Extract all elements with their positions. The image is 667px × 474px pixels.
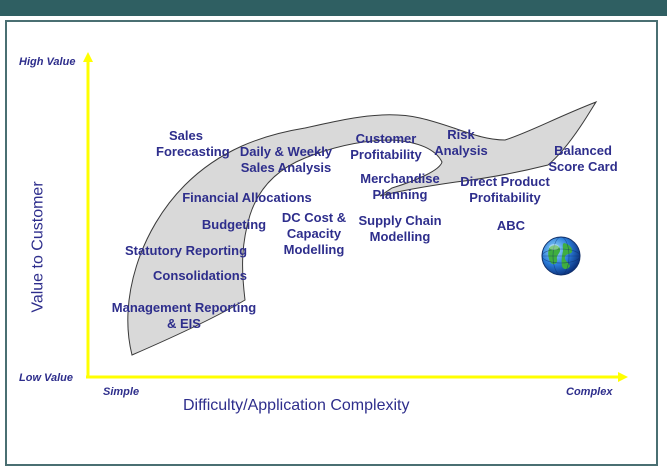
label-balanced-score-card: Balanced Score Card — [540, 143, 626, 175]
label-customer-profitability: Customer Profitability — [344, 131, 428, 163]
label-risk-analysis: Risk Analysis — [426, 127, 496, 159]
label-merchandise-planning: Merchandise Planning — [352, 171, 448, 203]
globe-icon — [541, 236, 581, 276]
y-axis-arrow — [83, 52, 93, 62]
label-daily-weekly-sales: Daily & Weekly Sales Analysis — [230, 144, 342, 176]
y-axis-title: Value to Customer — [29, 181, 47, 313]
label-statutory-reporting: Statutory Reporting — [124, 243, 248, 258]
x-axis-title: Difficulty/Application Complexity — [183, 397, 410, 414]
label-abc: ABC — [496, 218, 526, 233]
label-management-reporting: Management Reporting & EIS — [102, 300, 266, 332]
label-risk-analysis-text: Risk Analysis — [434, 127, 488, 158]
label-sales-forecasting: Sales Forecasting — [156, 128, 230, 160]
label-dc-cost-capacity-text: DC Cost & Capacity Modelling — [281, 210, 347, 257]
label-supply-chain-modelling-text: Supply Chain Modelling — [358, 213, 442, 244]
label-supply-chain-modelling: Supply Chain Modelling — [352, 213, 448, 245]
label-direct-product-profitability-text: Direct Product Profitability — [460, 174, 550, 205]
label-financial-allocations: Financial Allocations — [182, 190, 312, 205]
label-merchandise-planning-text: Merchandise Planning — [360, 171, 440, 202]
label-dc-cost-capacity: DC Cost & Capacity Modelling — [276, 210, 352, 258]
x-axis-arrow — [618, 372, 628, 382]
y-axis-low-label: Low Value — [19, 372, 73, 384]
label-sales-forecasting-text: Sales Forecasting — [156, 128, 230, 159]
label-management-reporting-text: Management Reporting & EIS — [111, 300, 257, 331]
label-direct-product-profitability: Direct Product Profitability — [452, 174, 558, 206]
x-axis-low-label: Simple — [103, 386, 140, 398]
capability-region — [127, 100, 598, 356]
x-axis-high-label: Complex — [566, 386, 613, 398]
label-balanced-score-card-text: Balanced Score Card — [548, 143, 618, 174]
label-daily-weekly-sales-text: Daily & Weekly Sales Analysis — [239, 144, 333, 175]
label-consolidations: Consolidations — [153, 268, 247, 283]
label-budgeting: Budgeting — [201, 217, 267, 232]
label-customer-profitability-text: Customer Profitability — [350, 131, 422, 162]
title-bar — [0, 0, 667, 16]
y-axis-high-label: High Value — [19, 56, 76, 68]
